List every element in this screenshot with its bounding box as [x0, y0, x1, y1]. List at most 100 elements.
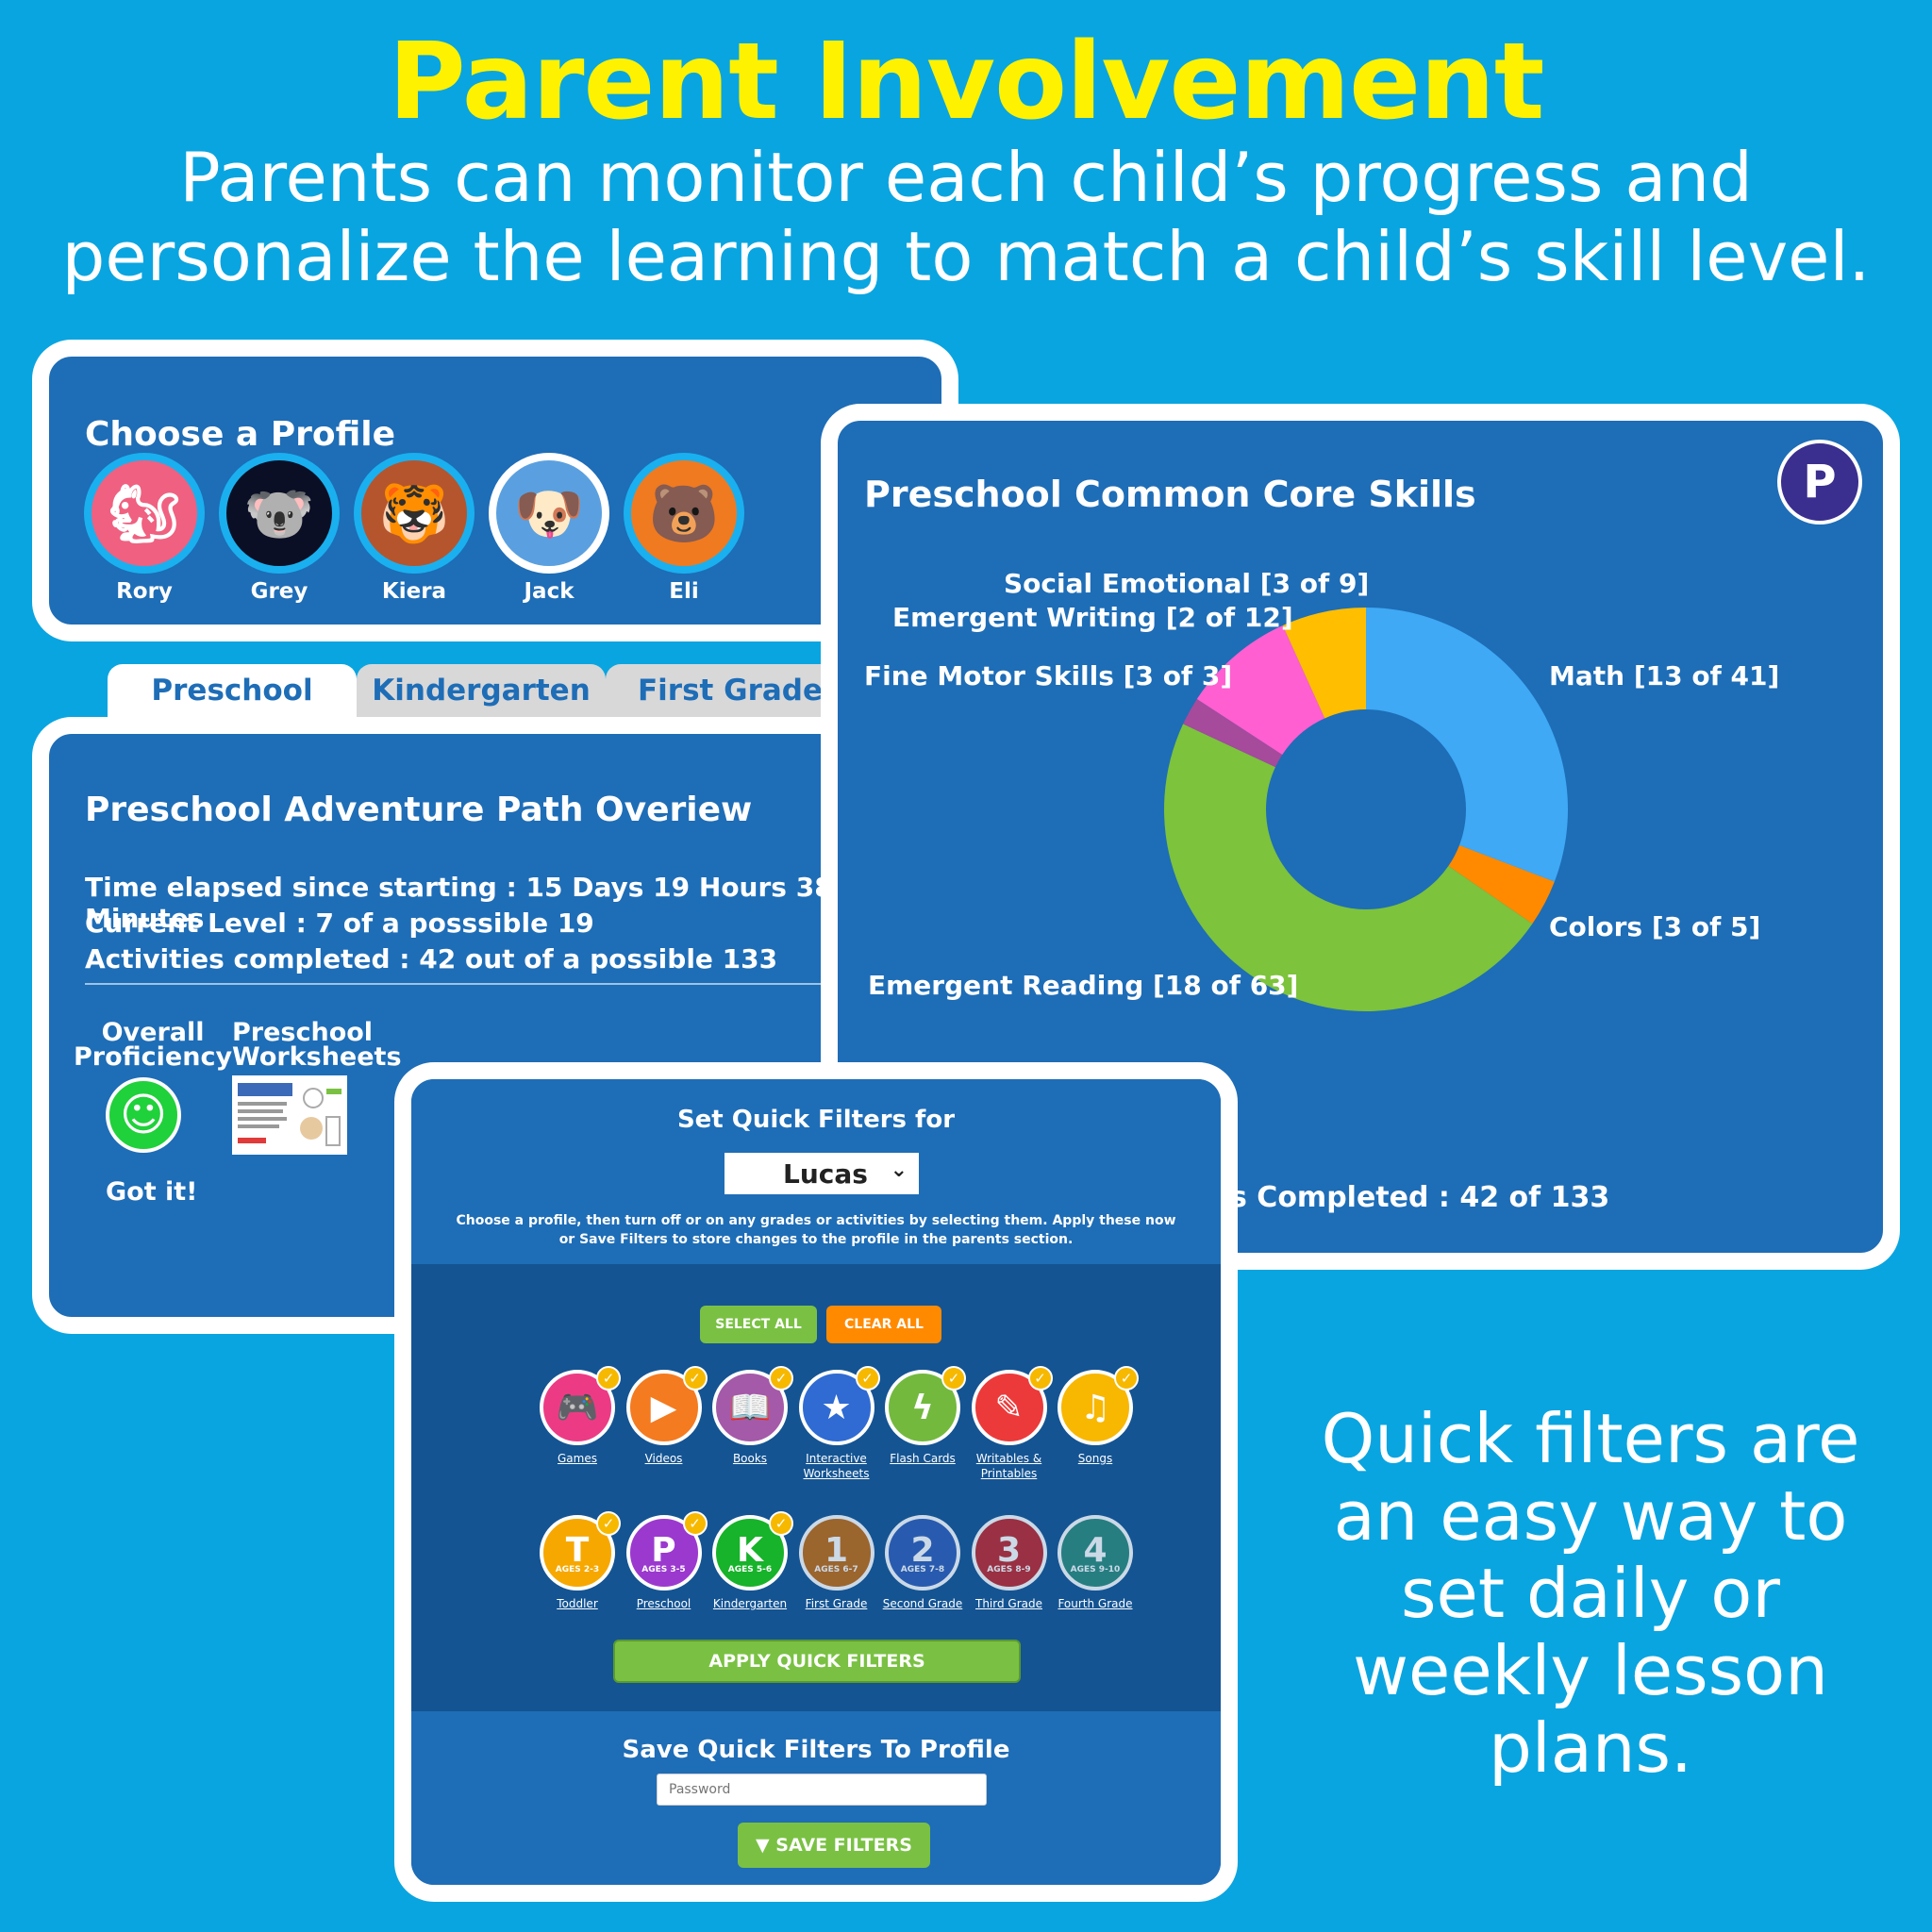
apply-quick-filters-button[interactable]: APPLY QUICK FILTERS — [613, 1640, 1021, 1683]
filter-label: First Grade — [791, 1596, 882, 1611]
profile-jack[interactable]: 🐶Jack — [488, 453, 610, 604]
filter-label: Games — [532, 1451, 623, 1466]
avatar-name: Kiera — [381, 579, 447, 604]
headline: Parent Involvement — [388, 21, 1545, 143]
check-icon: ✓ — [682, 1366, 708, 1391]
check-icon: ✓ — [855, 1366, 880, 1391]
activity-icon: ϟ✓ — [885, 1366, 966, 1445]
subheadline: Parents can monitor each child’s progres… — [0, 138, 1932, 296]
filter-label: Songs — [1050, 1451, 1141, 1466]
profile-panel: Choose a Profile 🐿Rory🐨Grey🐯Kiera🐶Jack🐻E… — [32, 340, 958, 641]
profile-kiera[interactable]: 🐯 Kiera — [353, 453, 475, 604]
legend-fine-motor: Fine Motor Skills [3 of 3] — [864, 660, 1233, 691]
age-range: AGES 3-5 — [641, 1565, 686, 1574]
promo-text: Quick filters are an easy way to set dai… — [1296, 1400, 1885, 1787]
activity-icon: 📖✓ — [712, 1366, 793, 1445]
filter-videos[interactable]: ▶✓Videos — [619, 1366, 709, 1466]
legend-social-emotional: Social Emotional [3 of 9] — [1004, 568, 1370, 599]
filter-label-line: Fourth Grade — [1058, 1597, 1133, 1610]
filter-glyph: 4 — [1083, 1531, 1108, 1570]
filter-games[interactable]: 🎮✓ Games — [532, 1366, 623, 1466]
profile-select[interactable]: Lucas ⌄ — [724, 1153, 919, 1194]
profile-grey[interactable]: 🐨Grey — [218, 453, 341, 604]
promo-line: Quick filters are — [1321, 1399, 1860, 1478]
filters-options-section: SELECT ALL CLEAR ALL 🎮✓Games▶✓Videos📖✓Bo… — [411, 1264, 1221, 1711]
check-icon: ✓ — [596, 1366, 621, 1391]
activity-icon: ✎✓ — [971, 1366, 1053, 1445]
current-level: Current Level : 7 of a posssible 19 — [85, 908, 594, 939]
donut-slice-3 — [1183, 698, 1283, 768]
filter-label-line: Second Grade — [882, 1597, 963, 1610]
donut-slice-5 — [1282, 608, 1366, 719]
avatar-grey-icon: 🐨 — [219, 453, 340, 574]
activity-icon: ♫✓ — [1058, 1366, 1139, 1445]
filter-glyph: ▶ — [650, 1388, 677, 1427]
quick-filters-panel: Set Quick Filters for Lucas ⌄ Choose a p… — [394, 1062, 1238, 1902]
profile-rory[interactable]: 🐿Rory — [83, 453, 206, 604]
age-range: AGES 5-6 — [727, 1565, 773, 1574]
legend-math: Math [13 of 41] — [1549, 660, 1780, 691]
smiley-icon: ☺ — [106, 1077, 181, 1153]
avatar-kiera-icon: 🐯 — [354, 453, 475, 574]
filter-books[interactable]: 📖✓ Books — [705, 1366, 795, 1466]
tab-first-grade[interactable]: First Grade — [606, 664, 855, 717]
legend-emergent-writing: Emergent Writing [2 of 12] — [892, 602, 1293, 633]
save-filters-button[interactable]: ▼ SAVE FILTERS — [738, 1823, 930, 1868]
filter-glyph: ♫ — [1079, 1388, 1111, 1427]
avatar-name: Eli — [669, 579, 699, 604]
promo-line: set daily or — [1401, 1554, 1780, 1633]
subheadline-line-2: personalize the learning to match a chil… — [61, 217, 1871, 296]
worksheet-thumbnail[interactable] — [232, 1075, 347, 1155]
filter-label: Third Grade — [964, 1596, 1055, 1611]
tab-kindergarten[interactable]: Kindergarten — [357, 664, 606, 717]
check-icon: ✓ — [682, 1511, 708, 1536]
filter-label: Books — [705, 1451, 795, 1466]
filter-writables[interactable]: ✎✓Writables &Printables — [964, 1366, 1055, 1481]
filter-label: Kindergarten — [705, 1596, 795, 1611]
filter-label-line: Toddler — [557, 1597, 598, 1610]
filter-glyph: 🎮 — [556, 1389, 599, 1427]
overview-title: Preschool Adventure Path Overiew — [85, 791, 753, 829]
profile-eli[interactable]: 🐻Eli — [623, 453, 745, 604]
password-input[interactable] — [657, 1774, 987, 1806]
activity-icon: 🎮✓ — [540, 1366, 621, 1445]
filter-glyph: P — [651, 1531, 676, 1570]
filter-glyph: T — [565, 1531, 590, 1570]
filters-title: Set Quick Filters for — [676, 1106, 956, 1134]
profile-select-value: Lucas — [783, 1158, 868, 1190]
tab-preschool[interactable]: Preschool — [108, 664, 357, 717]
heading-line: Preschool — [232, 1018, 374, 1047]
clear-all-button[interactable]: CLEAR ALL — [826, 1306, 941, 1343]
skills-donut-chart — [1164, 608, 1568, 1011]
check-icon: ✓ — [941, 1366, 966, 1391]
avatar-jack-icon: 🐶 — [489, 453, 609, 574]
promo-line: weekly lesson — [1353, 1631, 1828, 1710]
donut-slice-1 — [1448, 844, 1555, 924]
filter-flash-cards[interactable]: ϟ✓ Flash Cards — [877, 1366, 968, 1466]
skills-title: Preschool Common Core Skills — [864, 474, 1476, 515]
check-icon: ✓ — [596, 1511, 621, 1536]
donut-slice-2 — [1164, 724, 1533, 1011]
filter-label: Flash Cards — [877, 1451, 968, 1466]
proficiency-value: Got it! — [106, 1177, 198, 1207]
filter-glyph: 2 — [910, 1531, 935, 1570]
check-icon: ✓ — [769, 1366, 793, 1391]
promo-line: plans. — [1489, 1708, 1692, 1788]
select-all-button[interactable]: SELECT ALL — [700, 1306, 817, 1343]
age-range: AGES 6-7 — [814, 1565, 858, 1574]
filter-label-line: Books — [732, 1452, 768, 1465]
filter-label-line: Flash Cards — [890, 1452, 956, 1465]
filter-songs[interactable]: ♫✓ Songs — [1050, 1366, 1141, 1466]
